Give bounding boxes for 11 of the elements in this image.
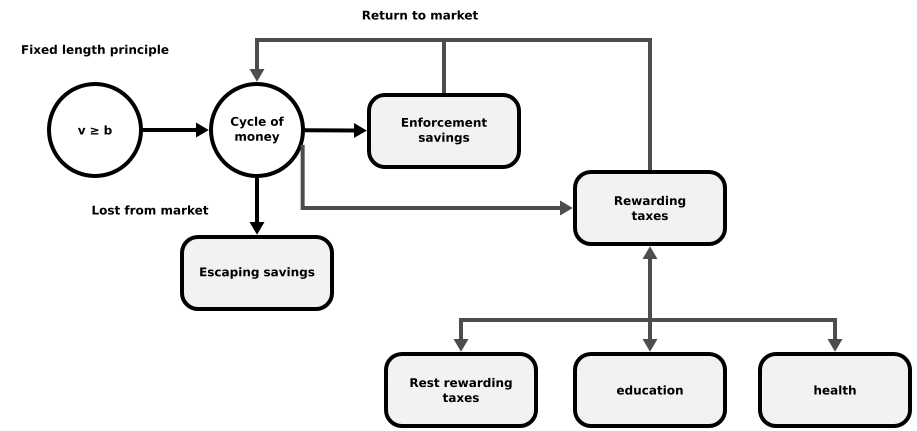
process-box: Enforcement savings [367, 93, 521, 169]
process-box: health [758, 352, 912, 428]
annotation-label: Lost from market [92, 205, 208, 215]
node-caption: Fixed length principle [22, 44, 168, 56]
process-box: education [573, 352, 727, 428]
process-box: Rewarding taxes [573, 170, 727, 246]
process-box: Escaping savings [180, 235, 334, 311]
annotation-label: Return to market [362, 10, 478, 20]
circle-node: Cycle of money [209, 82, 305, 178]
circle-node: v ≥ b [47, 82, 143, 178]
process-box: Rest rewarding taxes [384, 352, 538, 428]
